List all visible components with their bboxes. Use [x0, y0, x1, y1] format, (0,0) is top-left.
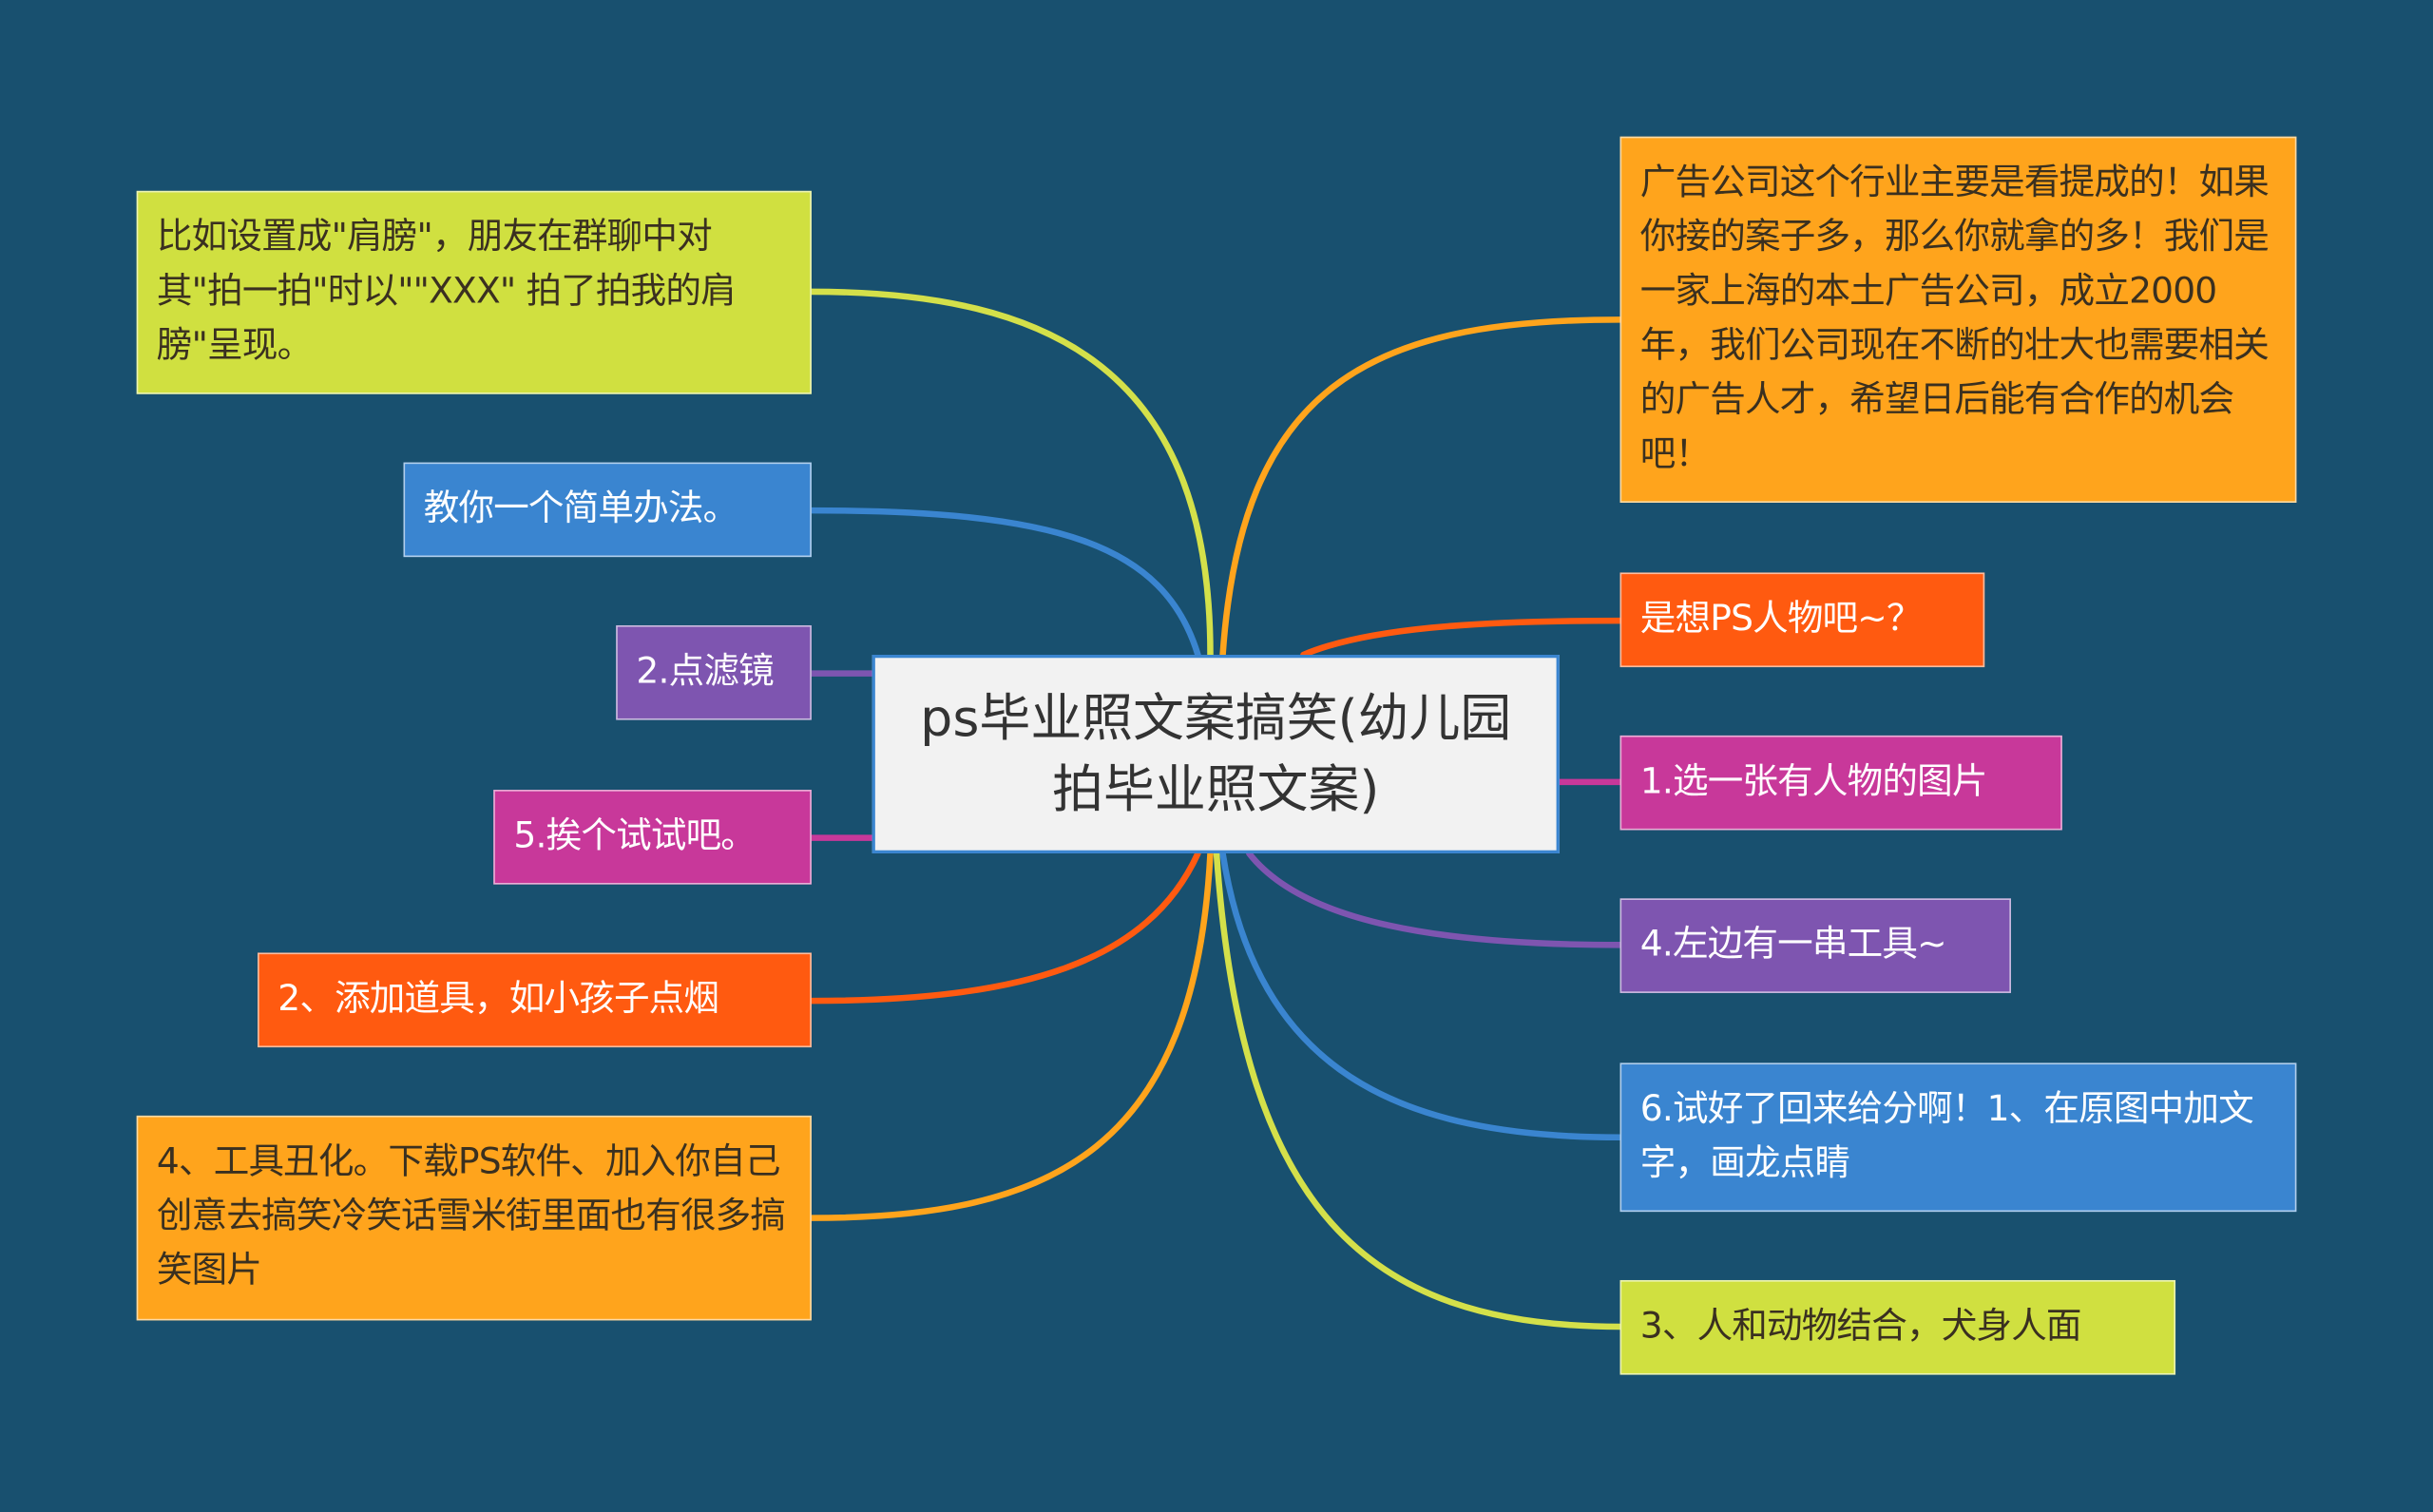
topic-left-6[interactable]: 4、工具丑化。下载PS软件、加入你自己创意去搞笑冷笑话雪米街里面也有很多搞笑图片 [136, 1115, 812, 1321]
connector-left-6 [808, 850, 1214, 1221]
central-topic[interactable]: ps毕业照文案搞笑(幼儿园拍毕业照文案) [872, 654, 1560, 853]
connector-right-4 [1246, 850, 1623, 948]
connector-left-1 [808, 288, 1214, 659]
connector-left-2 [808, 507, 1201, 659]
connector-left-5 [808, 850, 1201, 1005]
topic-left-3[interactable]: 2.点滤镜 [616, 624, 812, 720]
topic-left-2[interactable]: 教你一个简单办法。 [403, 462, 812, 558]
topic-right-5[interactable]: 6.试好了回来给分啊！1、在原图中加文字，画龙点睛 [1619, 1062, 2297, 1213]
topic-right-3[interactable]: 1.选一张有人物的图片 [1619, 735, 2062, 831]
topic-left-4[interactable]: 5.挨个试试吧。 [493, 790, 812, 885]
topic-right-6[interactable]: 3、人和动物结合，犬身人面 [1619, 1279, 2176, 1375]
connector-right-5 [1219, 850, 1623, 1141]
connector-right-6 [1213, 850, 1623, 1330]
topic-left-5[interactable]: 2、添加道具，如小孩子点烟 [258, 952, 812, 1048]
topic-right-4[interactable]: 4.左边有一串工具~ [1619, 898, 2011, 993]
topic-left-1[interactable]: 比如设置成"肩膀"，朋友在群聊中对其"拍一拍"时以""XXX" 拍了拍我的肩膀"… [136, 190, 812, 394]
topic-right-1[interactable]: 广告公司这个行业主要是看提成的！如果你接的案子多，那么你就拿的多！我们是一家上海… [1619, 136, 2297, 503]
connector-right-1 [1219, 316, 1623, 659]
connector-right-2 [1300, 617, 1623, 659]
topic-right-2[interactable]: 是想PS人物吧~？ [1619, 572, 1985, 668]
